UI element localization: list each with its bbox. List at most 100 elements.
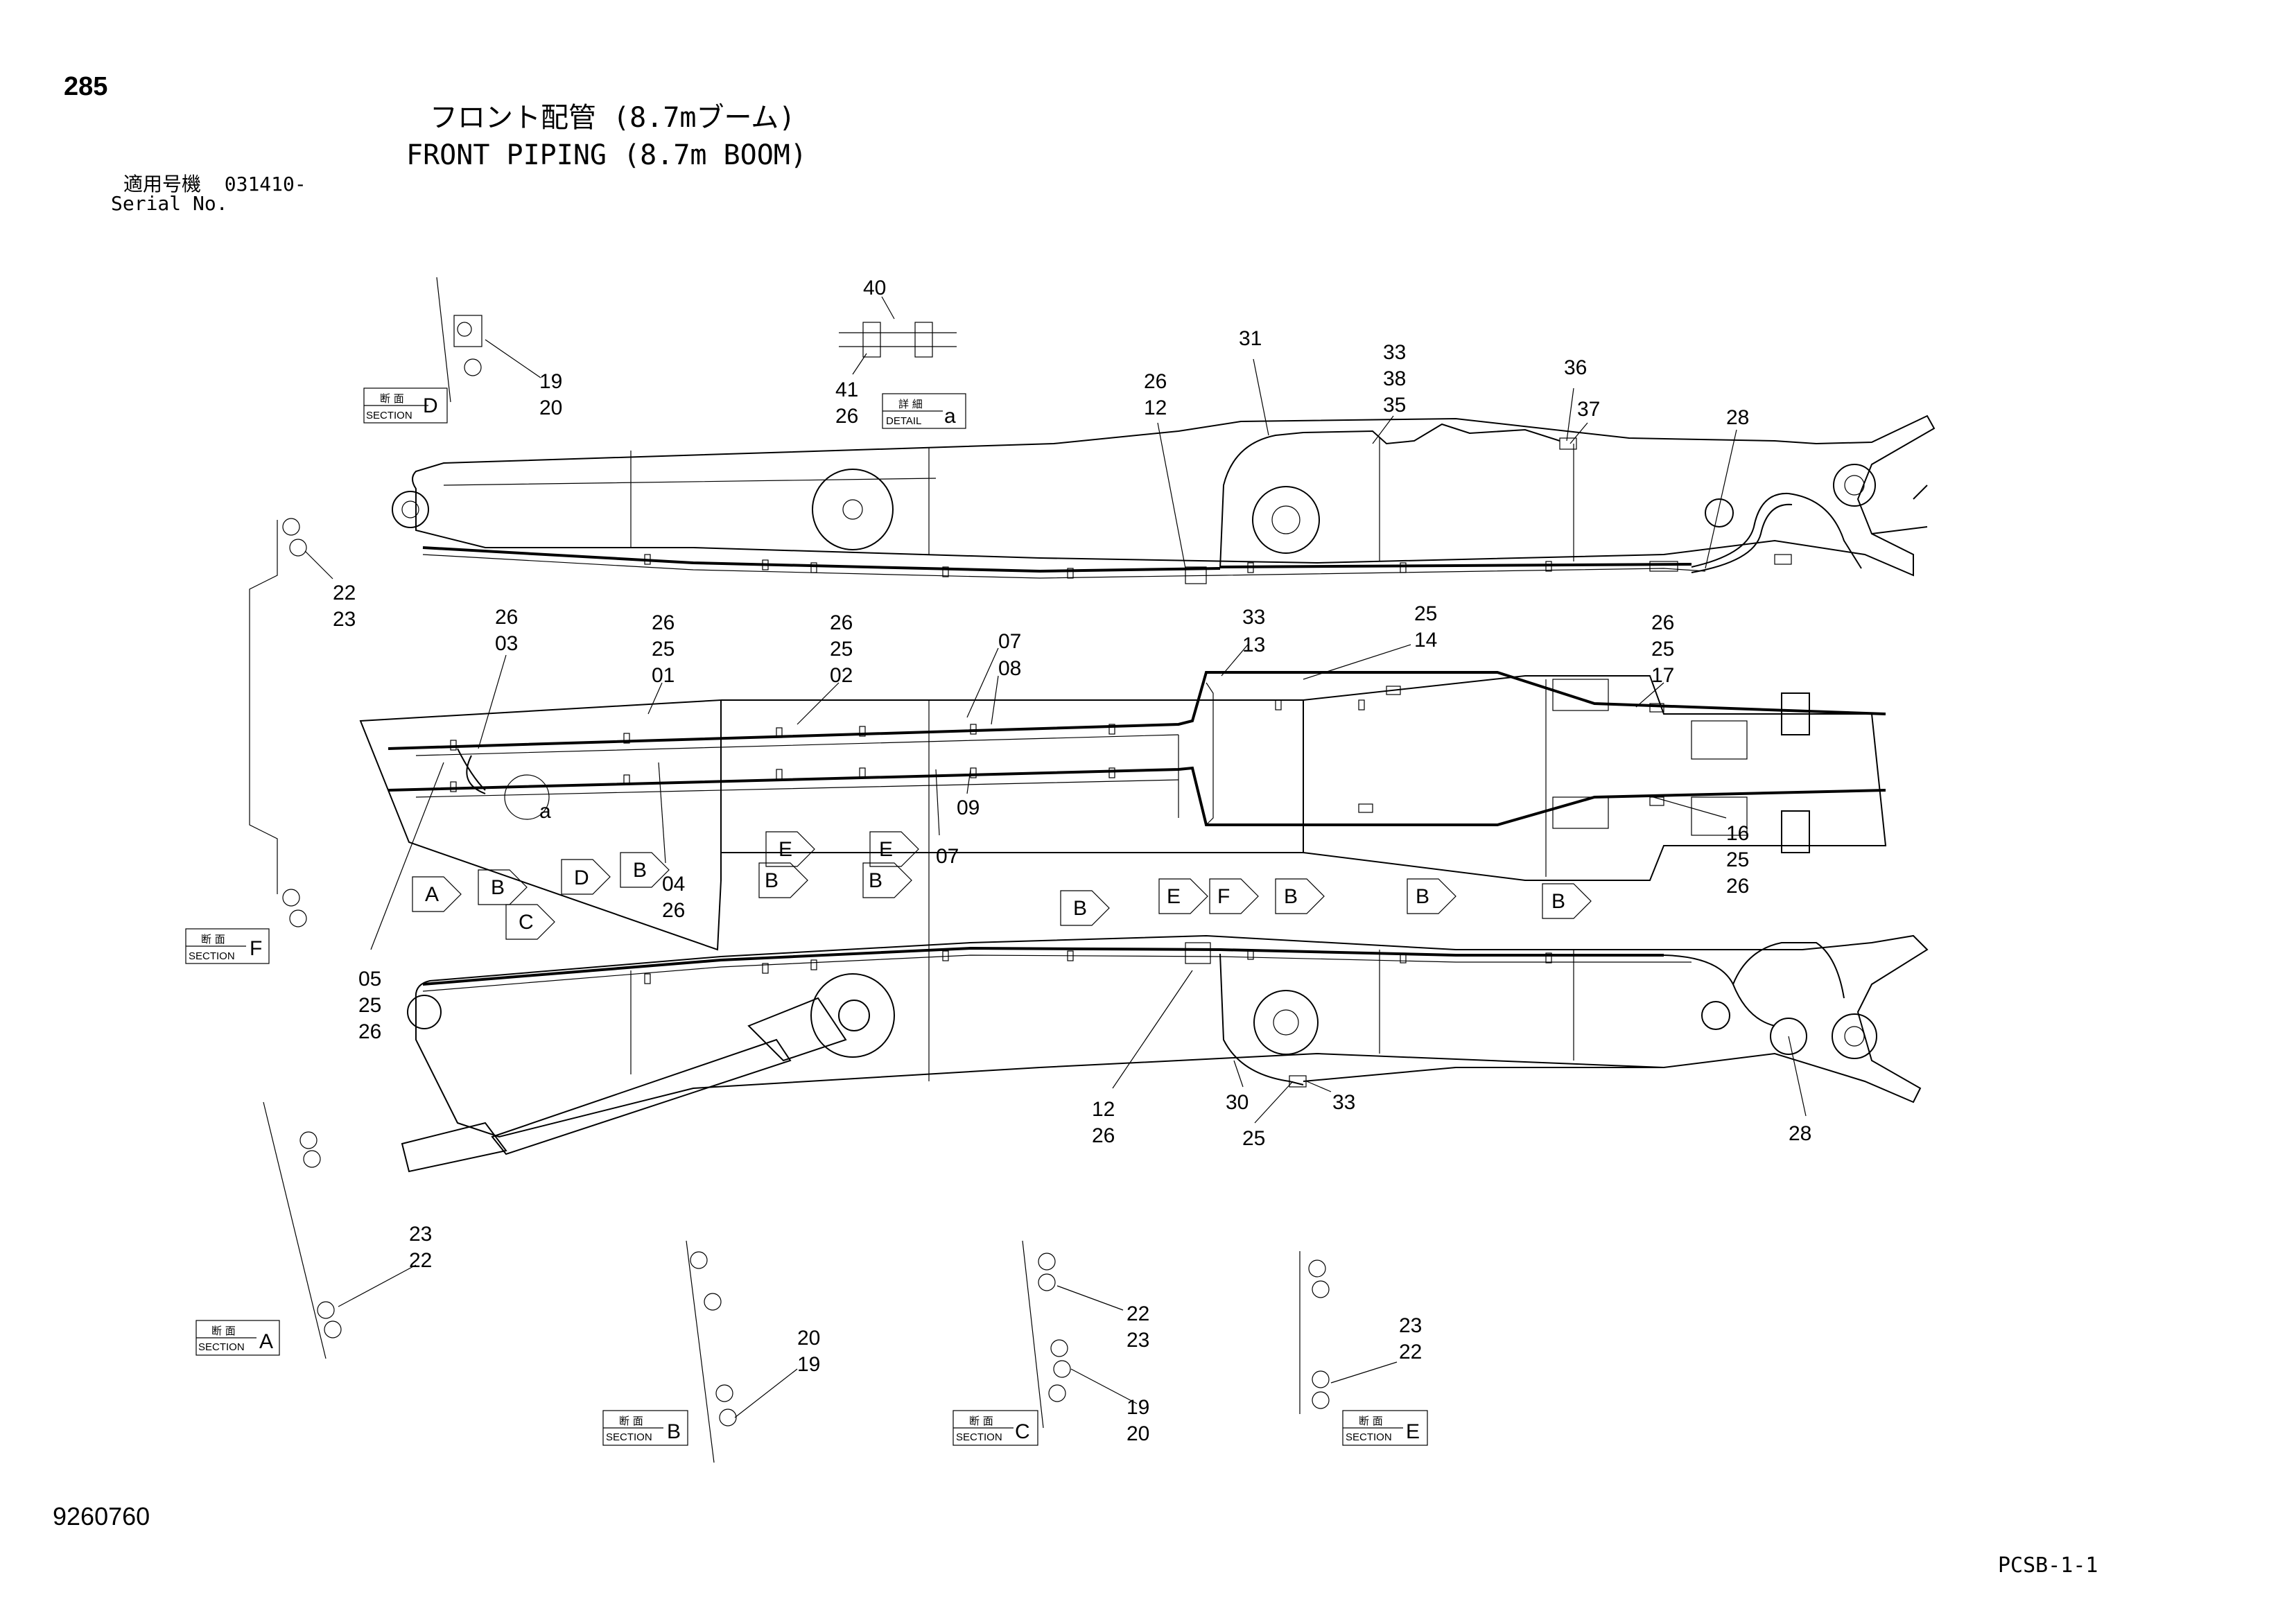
svg-text:23: 23 bbox=[1399, 1314, 1422, 1337]
callout: 25 bbox=[1242, 1081, 1294, 1150]
svg-text:22: 22 bbox=[333, 582, 356, 604]
callout: 07 bbox=[935, 769, 959, 868]
svg-text:26: 26 bbox=[495, 606, 518, 629]
svg-text:26: 26 bbox=[662, 899, 685, 922]
svg-text:D: D bbox=[574, 866, 589, 889]
section-arrow: C bbox=[505, 904, 555, 940]
section-arrow: B bbox=[1542, 883, 1592, 919]
svg-text:35: 35 bbox=[1383, 394, 1406, 417]
section-arrow: B bbox=[620, 852, 670, 888]
svg-text:SECTION: SECTION bbox=[1346, 1431, 1392, 1443]
svg-text:03: 03 bbox=[495, 632, 518, 655]
svg-text:D: D bbox=[423, 394, 438, 417]
detail-marker-a: a bbox=[539, 800, 551, 823]
callout: 28 bbox=[1788, 1036, 1811, 1145]
svg-text:37: 37 bbox=[1577, 398, 1600, 421]
serial-label-en: Serial No. bbox=[111, 192, 228, 215]
section-arrows: A B D B C E B E B B E F B B B bbox=[412, 831, 1592, 940]
svg-text:26: 26 bbox=[652, 611, 675, 634]
svg-text:断 面: 断 面 bbox=[211, 1325, 236, 1337]
section-arrow: B bbox=[1275, 878, 1325, 914]
callout: 09 bbox=[957, 769, 980, 819]
section-box-d: 断 面 SECTION D bbox=[363, 387, 448, 424]
svg-text:A: A bbox=[425, 883, 439, 906]
svg-text:05: 05 bbox=[358, 968, 381, 991]
svg-text:断 面: 断 面 bbox=[619, 1415, 643, 1427]
svg-text:33: 33 bbox=[1332, 1091, 1355, 1114]
svg-text:断 面: 断 面 bbox=[380, 392, 404, 405]
callout: 31 bbox=[1239, 327, 1262, 350]
section-box-e: 断 面 SECTION E bbox=[1342, 1410, 1428, 1446]
svg-text:13: 13 bbox=[1242, 634, 1265, 656]
section-arrow: E bbox=[765, 831, 815, 867]
page-number: 285 bbox=[64, 72, 108, 101]
svg-text:28: 28 bbox=[1726, 406, 1749, 429]
svg-text:a: a bbox=[944, 405, 956, 428]
section-arrow: F bbox=[1209, 878, 1259, 914]
detail-box-a: 詳 細 DETAIL a bbox=[882, 393, 966, 429]
svg-text:25: 25 bbox=[358, 994, 381, 1017]
svg-text:E: E bbox=[879, 838, 893, 861]
svg-text:16: 16 bbox=[1726, 822, 1749, 845]
svg-text:20: 20 bbox=[539, 396, 562, 419]
svg-text:26: 26 bbox=[830, 611, 853, 634]
svg-text:12: 12 bbox=[1144, 396, 1167, 419]
callout: 28 bbox=[1726, 406, 1749, 429]
section-arrow: B bbox=[1407, 878, 1456, 914]
svg-text:31: 31 bbox=[1239, 327, 1262, 350]
svg-text:04: 04 bbox=[662, 873, 685, 896]
svg-text:SECTION: SECTION bbox=[606, 1431, 652, 1443]
section-box-a: 断 面 SECTION A bbox=[195, 1320, 280, 1356]
svg-text:07: 07 bbox=[998, 630, 1021, 653]
section-arrow: B bbox=[862, 862, 912, 898]
section-arrow: B bbox=[1060, 890, 1110, 926]
svg-text:22: 22 bbox=[1127, 1302, 1149, 1325]
document-number: 9260760 bbox=[53, 1502, 150, 1531]
svg-text:09: 09 bbox=[957, 796, 980, 819]
serial-value: 031410- bbox=[224, 173, 306, 195]
callout: 40 bbox=[863, 277, 895, 320]
page-code: PCSB-1-1 bbox=[1998, 1553, 2098, 1578]
svg-text:25: 25 bbox=[1726, 848, 1749, 871]
top-boom-view bbox=[392, 415, 1936, 584]
section-detail-sketches bbox=[249, 277, 1330, 1463]
svg-text:B: B bbox=[633, 859, 647, 882]
svg-text:26: 26 bbox=[1726, 875, 1749, 898]
svg-text:26: 26 bbox=[358, 1020, 381, 1043]
svg-text:36: 36 bbox=[1564, 356, 1587, 379]
serial-label-jp-text: 適用号機 bbox=[123, 173, 202, 195]
svg-text:B: B bbox=[1284, 885, 1298, 908]
svg-text:断 面: 断 面 bbox=[969, 1415, 993, 1427]
svg-text:19: 19 bbox=[539, 370, 562, 393]
svg-text:C: C bbox=[519, 911, 534, 934]
callout: 16 25 26 bbox=[1653, 796, 1749, 898]
svg-text:01: 01 bbox=[652, 664, 675, 687]
serial-label-jp: 適用号機 031410- bbox=[123, 175, 306, 194]
svg-text:B: B bbox=[1416, 885, 1429, 908]
title-english: FRONT PIPING (8.7m BOOM) bbox=[406, 139, 807, 171]
section-box-c: 断 面 SECTION C bbox=[953, 1410, 1038, 1446]
section-arrow: D bbox=[561, 859, 611, 895]
svg-text:26: 26 bbox=[835, 405, 858, 428]
section-arrow: B bbox=[478, 869, 528, 905]
top-leaders bbox=[1157, 358, 1737, 569]
bottom-boom-view bbox=[401, 934, 1929, 1173]
svg-text:F: F bbox=[250, 937, 262, 960]
svg-text:B: B bbox=[1551, 890, 1565, 913]
svg-text:22: 22 bbox=[409, 1249, 432, 1272]
svg-text:B: B bbox=[1073, 897, 1087, 920]
svg-text:20: 20 bbox=[797, 1327, 820, 1350]
section-arrow: B bbox=[758, 862, 808, 898]
